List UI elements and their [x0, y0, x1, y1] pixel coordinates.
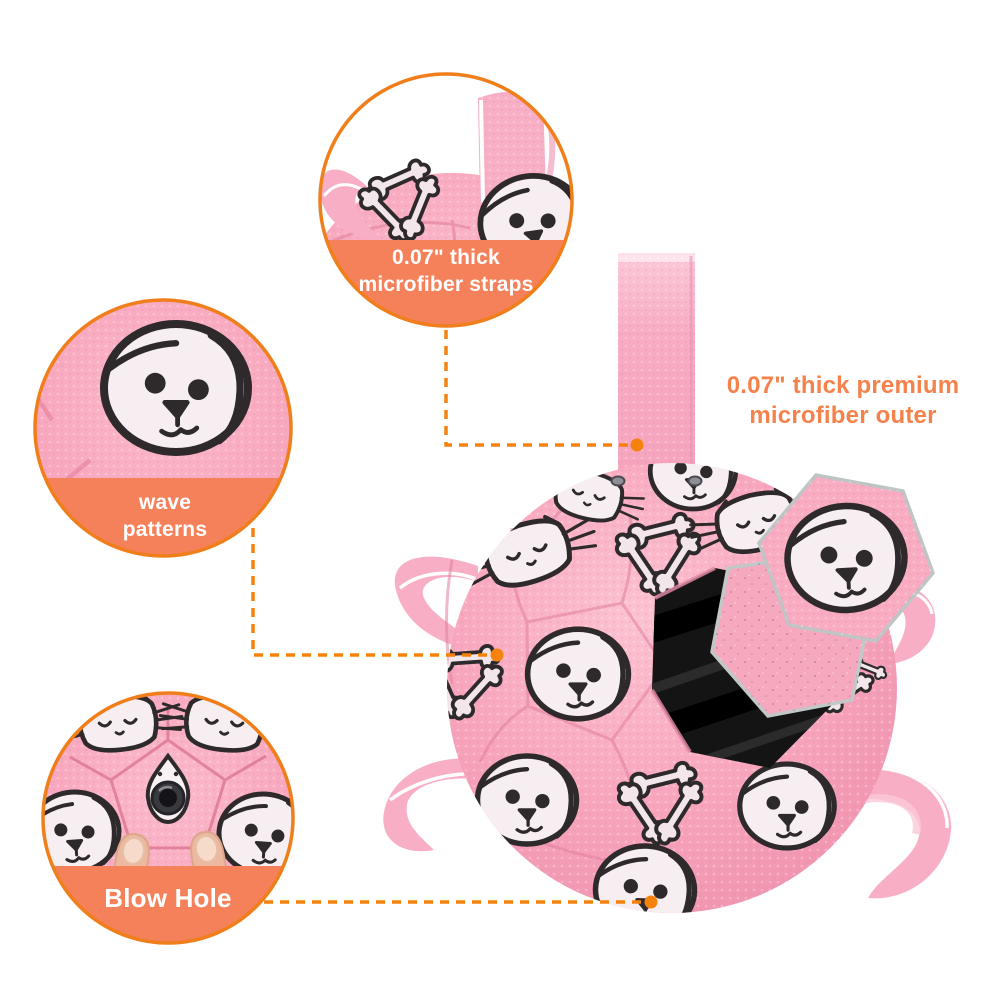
- dashed-connectors: [251, 330, 643, 904]
- strap-grommets: [610, 475, 703, 487]
- dog-face-hexagon-patch: [757, 473, 935, 643]
- top-handle-strap: [618, 253, 695, 491]
- callout-straps: [318, 72, 574, 328]
- callout-wave-patterns: [33, 298, 293, 558]
- callout-blow-hole: [41, 691, 295, 945]
- straps-connector-line: [444, 330, 628, 447]
- connector-dots: [490, 438, 658, 909]
- side-strap-loops: [383, 556, 952, 899]
